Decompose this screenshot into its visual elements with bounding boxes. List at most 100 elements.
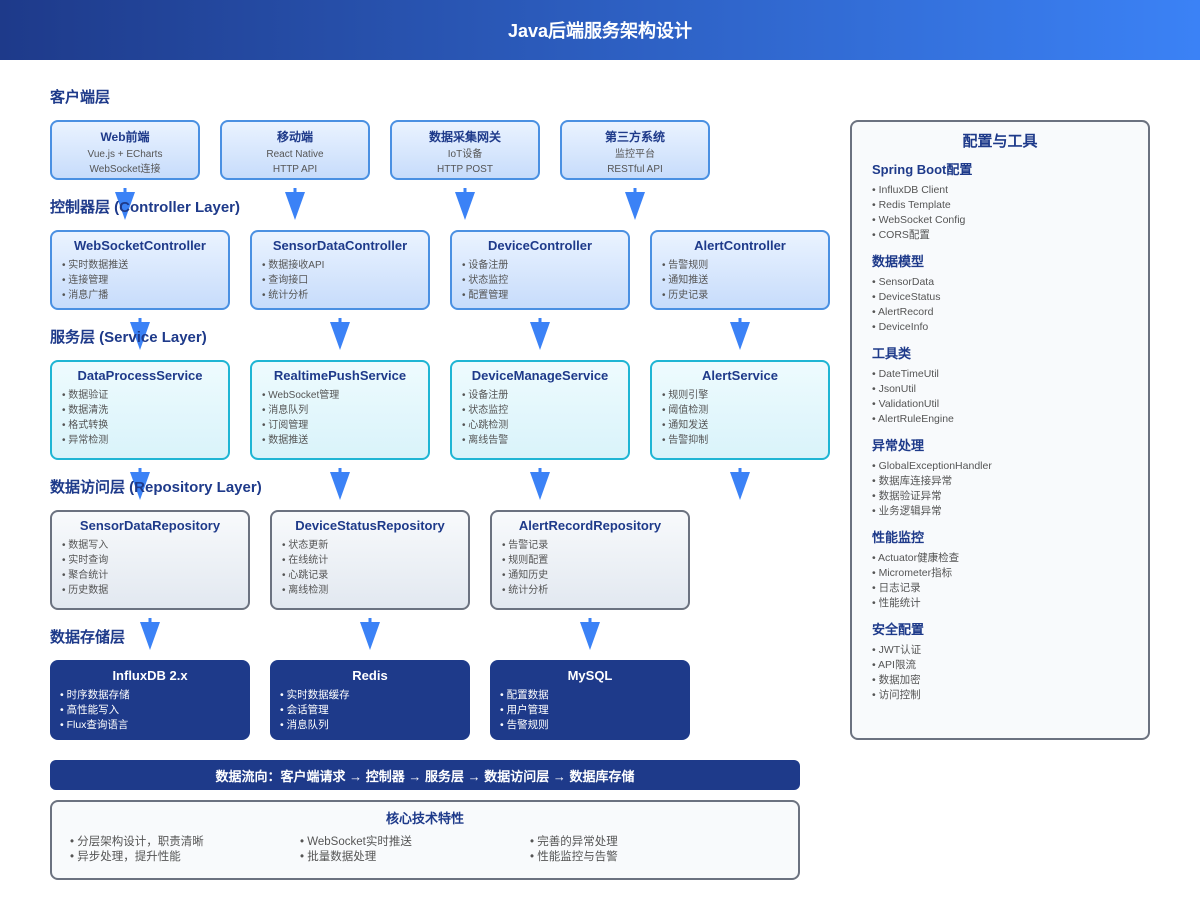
sidebar-group-item: AlertRecord [872,305,1128,320]
service-box: AlertService规则引擎阈值检测通知发送告警抑制 [650,360,830,460]
storage-box-list: 实时数据缓存会话管理消息队列 [280,688,460,733]
sidebar-group-item: 业务逻辑异常 [872,504,1128,519]
sidebar-group-item: Micrometer指标 [872,566,1128,581]
sidebar-group-title: 异常处理 [872,438,925,453]
client-box-detail: WebSocket连接 [89,164,161,175]
sidebar-group-item: Actuator健康检查 [872,551,1128,566]
service-box-item: 异常检测 [62,433,218,448]
service-box-item: 规则引擎 [662,388,818,403]
repository-box-item: 告警记录 [502,538,678,553]
repository-box-item: 心跳记录 [282,568,458,583]
sidebar-group-item: DeviceStatus [872,290,1128,305]
controller-box-list: 数据接收API查询接口统计分析 [262,258,418,303]
storage-box-item: Flux查询语言 [60,718,240,733]
controller-box-title: WebSocketController [74,238,206,253]
storage-box-title: MySQL [567,668,613,683]
controller-box-item: 状态监控 [462,273,618,288]
feature-item: 异步处理，提升性能 [70,850,300,865]
sidebar-group-item: 数据验证异常 [872,489,1128,504]
controller-box-item: 历史记录 [662,288,818,303]
arrow-down-icon [530,468,550,500]
sidebar-group-title: 性能监控 [872,530,925,545]
service-box: RealtimePushServiceWebSocket管理消息队列订阅管理数据… [250,360,430,460]
controller-box-item: 消息广播 [62,288,218,303]
service-box-item: 阈值检测 [662,403,818,418]
feature-item: 性能监控与告警 [530,850,760,865]
repository-box-title: DeviceStatusRepository [295,518,445,533]
storage-box: Redis 实时数据缓存会话管理消息队列 [270,660,470,740]
storage-box-list: 配置数据用户管理告警规则 [500,688,680,733]
storage-box-item: 配置数据 [500,688,680,703]
repository-box-item: 规则配置 [502,553,678,568]
core-features-panel: 核心技术特性 分层架构设计，职责清晰异步处理，提升性能WebSocket实时推送… [50,800,800,880]
sidebar-group-item: API限流 [872,658,1128,673]
sidebar-group-item: InfluxDB Client [872,183,1128,198]
sidebar-group-item: JWT认证 [872,643,1128,658]
arrow-down-icon [330,468,350,500]
arrow-down-icon [580,618,600,650]
client-box-title: 移动端 [276,130,313,144]
arrow-down-icon [330,318,350,350]
repository-box-list: 状态更新在线统计心跳记录离线检测 [282,538,458,598]
service-box-item: WebSocket管理 [262,388,418,403]
controller-box-list: 告警规则通知推送历史记录 [662,258,818,303]
sidebar-group-item: ValidationUtil [872,397,1128,412]
sidebar-group-title: Spring Boot配置 [872,162,973,177]
repository-box: DeviceStatusRepository 状态更新在线统计心跳记录离线检测 [270,510,470,610]
service-box-item: 数据推送 [262,433,418,448]
repository-box-item: 离线检测 [282,583,458,598]
feature-list: 分层架构设计，职责清晰异步处理，提升性能 [70,835,300,865]
feature-list: WebSocket实时推送批量数据处理 [300,835,530,865]
sidebar-group-item: 数据加密 [872,673,1128,688]
arrow-down-icon [360,618,380,650]
sidebar-group-list: SensorDataDeviceStatusAlertRecordDeviceI… [872,275,1128,335]
controller-box-item: 实时数据推送 [62,258,218,273]
repository-box-item: 状态更新 [282,538,458,553]
client-box-detail: HTTP POST [437,164,493,175]
arrow-down-icon [115,188,135,220]
service-box: DataProcessService数据验证数据清洗格式转换异常检测 [50,360,230,460]
arrow-down-icon [625,188,645,220]
client-box-detail: RESTful API [607,164,663,175]
service-box-item: 心跳检测 [462,418,618,433]
service-box-title: DataProcessService [77,368,203,383]
controller-box-item: 数据接收API [262,258,418,273]
controller-box-item: 配置管理 [462,288,618,303]
features-title: 核心技术特性 [385,811,464,826]
arrow-down-icon [730,318,750,350]
service-box-item: 离线告警 [462,433,618,448]
service-box-list: 规则引擎阈值检测通知发送告警抑制 [662,388,818,448]
controller-box-list: 实时数据推送连接管理消息广播 [62,258,218,303]
controller-box-item: 查询接口 [262,273,418,288]
sidebar-group-item: GlobalExceptionHandler [872,459,1128,474]
service-box-item: 告警抑制 [662,433,818,448]
storage-box: MySQL 配置数据用户管理告警规则 [490,660,690,740]
service-box-item: 数据验证 [62,388,218,403]
feature-item: 分层架构设计，职责清晰 [70,835,300,850]
sidebar-group-item: DateTimeUtil [872,367,1128,382]
sidebar-group-item: 日志记录 [872,581,1128,596]
sidebar-group-list: GlobalExceptionHandler数据库连接异常数据验证异常业务逻辑异… [872,459,1128,519]
controller-box-title: AlertController [694,238,786,253]
repository-box-list: 告警记录规则配置通知历史统计分析 [502,538,678,598]
config-tools-panel: 配置与工具 Spring Boot配置InfluxDB ClientRedis … [850,120,1150,740]
service-box-title: DeviceManageService [471,368,609,383]
repository-box-item: 通知历史 [502,568,678,583]
repository-box-item: 聚合统计 [62,568,238,583]
sidebar-group-item: AlertRuleEngine [872,412,1128,427]
arrow-down-icon [130,318,150,350]
client-box-detail: React Native [266,149,324,160]
storage-box-item: 实时数据缓存 [280,688,460,703]
page-title: Java后端服务架构设计 [507,21,693,41]
controller-box-item: 统计分析 [262,288,418,303]
sidebar-group-item: Redis Template [872,198,1128,213]
service-box-item: 订阅管理 [262,418,418,433]
repository-box-item: 实时查询 [62,553,238,568]
controller-box: WebSocketController 实时数据推送连接管理消息广播 [50,230,230,310]
controller-box: AlertController 告警规则通知推送历史记录 [650,230,830,310]
controller-box-title: SensorDataController [272,238,408,253]
storage-box-title: Redis [352,668,388,683]
sidebar-group-title: 工具类 [872,346,912,361]
storage-box-list: 时序数据存储高性能写入Flux查询语言 [60,688,240,733]
